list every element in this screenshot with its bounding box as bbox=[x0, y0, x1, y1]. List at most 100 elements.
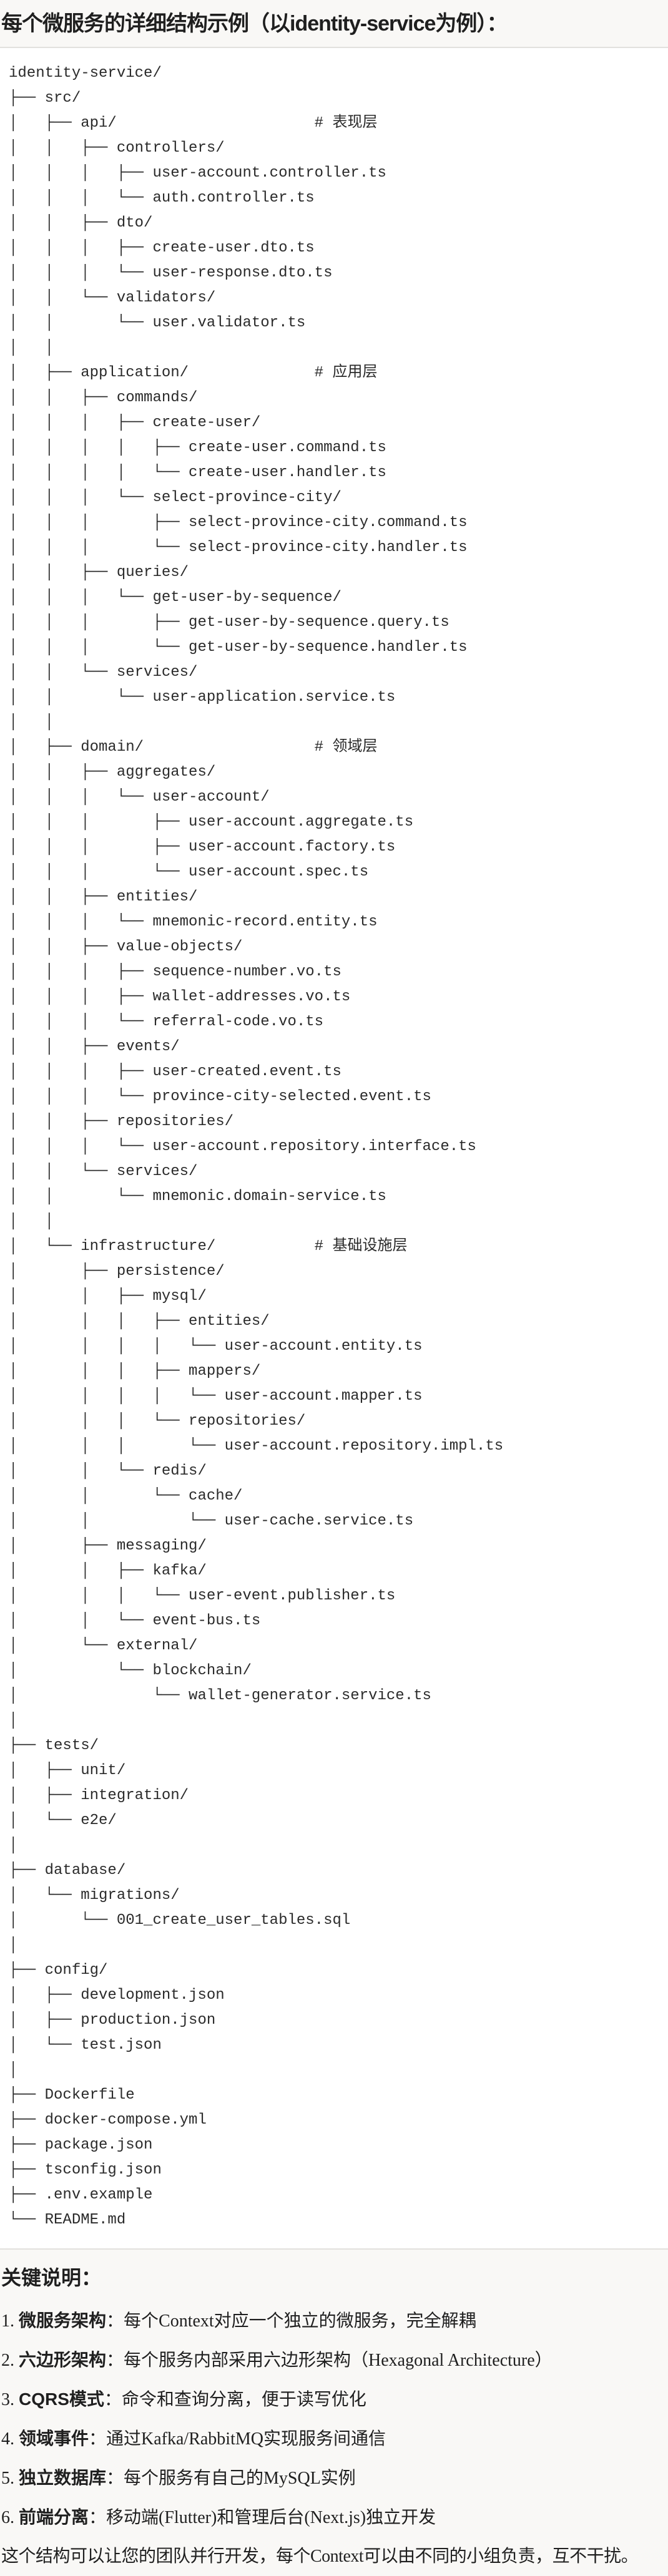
note-text: ：通过Kafka/RabbitMQ实现服务间通信 bbox=[89, 2429, 386, 2449]
tree-line: │ │ └── user.validator.ts bbox=[9, 315, 306, 331]
tree-line: │ ├── application/ # 应用层 bbox=[9, 364, 378, 381]
tree-line: │ │ ├── value-objects/ bbox=[9, 939, 243, 955]
tree-line: │ │ │ └── user-account.repository.impl.t… bbox=[9, 1438, 504, 1455]
note-term: 前端分离 bbox=[19, 2507, 89, 2527]
note-term: 领域事件 bbox=[19, 2429, 89, 2448]
notes-heading: 关键说明： bbox=[1, 2266, 102, 2289]
tree-line: ├── database/ bbox=[9, 1862, 126, 1879]
note-text: ：每个Context对应一个独立的微服务，完全解耦 bbox=[106, 2311, 476, 2331]
tree-line: │ ├── production.json bbox=[9, 2012, 216, 2029]
note-num: 6. bbox=[1, 2508, 19, 2527]
tree-line: │ │ │ └── select-province-city/ bbox=[9, 489, 341, 506]
tree-line: │ │ └── user-cache.service.ts bbox=[9, 1513, 414, 1530]
note-term: 六边形架构 bbox=[19, 2350, 107, 2369]
tree-line: │ │ │ └── select-province-city.handler.t… bbox=[9, 539, 468, 556]
tree-line: │ │ │ └── user-response.dto.ts bbox=[9, 265, 333, 281]
note-item: 5. 独立数据库：每个服务有自己的MySQL实例 bbox=[1, 2458, 668, 2497]
tree-line: │ bbox=[9, 2062, 18, 2079]
tree-line: │ │ │ │ └── user-account.entity.ts bbox=[9, 1338, 423, 1355]
tree-line: ├── tests/ bbox=[9, 1737, 99, 1754]
tree-line: │ └── infrastructure/ # 基础设施层 bbox=[9, 1238, 408, 1255]
tree-line: │ │ │ ├── create-user.dto.ts bbox=[9, 240, 315, 256]
note-num: 3. bbox=[1, 2390, 19, 2409]
note-item: 2. 六边形架构：每个服务内部采用六边形架构（Hexagonal Archite… bbox=[1, 2340, 668, 2379]
tree-line: │ │ ├── repositories/ bbox=[9, 1113, 234, 1130]
tree-line: │ │ │ └── mnemonic-record.entity.ts bbox=[9, 914, 378, 930]
tree-line: │ │ └── user-application.service.ts bbox=[9, 689, 396, 706]
section-title: 每个微服务的详细结构示例（以identity-service为例）： bbox=[0, 0, 668, 48]
tree-line: │ │ ├── aggregates/ bbox=[9, 764, 216, 781]
tree-line: │ ├── unit/ bbox=[9, 1762, 126, 1779]
tree-line: identity-service/ bbox=[9, 65, 162, 82]
note-text: ：每个服务有自己的MySQL实例 bbox=[106, 2469, 356, 2488]
tree-line: │ │ │ ├── user-created.event.ts bbox=[9, 1063, 341, 1080]
tree-line: │ │ │ └── repositories/ bbox=[9, 1413, 306, 1430]
directory-tree-code-block: identity-service/├── src/│ ├── api/ # 表现… bbox=[0, 48, 668, 2250]
note-text: ：每个服务内部采用六边形架构（Hexagonal Architecture） bbox=[106, 2351, 553, 2370]
tree-line: │ ├── development.json bbox=[9, 1987, 225, 2004]
tree-line: │ │ │ ├── mappers/ bbox=[9, 1363, 261, 1380]
note-num: 2. bbox=[1, 2351, 19, 2370]
tree-line: │ │ bbox=[9, 339, 54, 356]
tree-line: │ │ │ │ └── user-account.mapper.ts bbox=[9, 1388, 423, 1405]
note-term: CQRS模式 bbox=[19, 2389, 104, 2409]
tree-line: └── README.md bbox=[9, 2212, 126, 2228]
tree-line: │ │ │ │ └── create-user.handler.ts bbox=[9, 464, 386, 481]
tree-line: │ │ └── cache/ bbox=[9, 1488, 243, 1505]
tree-line: │ │ │ └── get-user-by-sequence.handler.t… bbox=[9, 639, 468, 656]
tree-line: │ ├── persistence/ bbox=[9, 1263, 225, 1280]
tree-line: ├── config/ bbox=[9, 1962, 108, 1979]
tree-line: │ │ │ ├── user-account.aggregate.ts bbox=[9, 814, 414, 831]
tree-line: │ │ └── mnemonic.domain-service.ts bbox=[9, 1188, 386, 1205]
tree-line: │ │ │ └── user-event.publisher.ts bbox=[9, 1588, 396, 1604]
tree-line: │ └── wallet-generator.service.ts bbox=[9, 1687, 431, 1704]
tree-line: │ │ ├── dto/ bbox=[9, 215, 153, 232]
tree-line: │ └── e2e/ bbox=[9, 1812, 117, 1829]
tree-line: │ bbox=[9, 1712, 18, 1729]
tree-line: ├── Dockerfile bbox=[9, 2087, 135, 2104]
tree-line: │ │ ├── entities/ bbox=[9, 889, 198, 905]
tree-line: │ │ ├── controllers/ bbox=[9, 140, 225, 157]
tree-line: ├── src/ bbox=[9, 90, 81, 107]
tree-line: │ │ │ ├── user-account.factory.ts bbox=[9, 839, 396, 856]
tree-line: │ │ │ ├── user-account.controller.ts bbox=[9, 165, 386, 182]
tree-line: │ │ │ ├── entities/ bbox=[9, 1313, 270, 1330]
tree-line: │ │ │ ├── sequence-number.vo.ts bbox=[9, 964, 341, 980]
tree-line: │ bbox=[9, 1837, 18, 1854]
tree-line: │ │ │ │ ├── create-user.command.ts bbox=[9, 439, 386, 456]
tree-line: │ │ │ └── province-city-selected.event.t… bbox=[9, 1088, 431, 1105]
note-item: 1. 微服务架构：每个Context对应一个独立的微服务，完全解耦 bbox=[1, 2301, 668, 2340]
note-item: 4. 领域事件：通过Kafka/RabbitMQ实现服务间通信 bbox=[1, 2419, 668, 2458]
tree-line: │ │ │ ├── wallet-addresses.vo.ts bbox=[9, 988, 351, 1005]
tree-line: │ ├── integration/ bbox=[9, 1787, 189, 1804]
note-text: ：移动端(Flutter)和管理后台(Next.js)独立开发 bbox=[89, 2508, 436, 2527]
tree-line: │ │ └── services/ bbox=[9, 664, 198, 681]
tree-line: │ │ │ └── user-account.spec.ts bbox=[9, 864, 369, 881]
tree-line: │ │ │ └── user-account.repository.interf… bbox=[9, 1138, 476, 1155]
tree-line: │ │ ├── commands/ bbox=[9, 389, 198, 406]
tree-line: │ └── migrations/ bbox=[9, 1887, 180, 1904]
tree-line: │ ├── domain/ # 领域层 bbox=[9, 739, 378, 756]
note-text: ：命令和查询分离，便于读写优化 bbox=[104, 2390, 366, 2409]
tree-line: │ └── blockchain/ bbox=[9, 1662, 252, 1679]
tree-line: │ └── test.json bbox=[9, 2037, 162, 2054]
tree-line: │ │ │ ├── get-user-by-sequence.query.ts bbox=[9, 614, 449, 631]
tree-line: │ ├── messaging/ bbox=[9, 1538, 207, 1554]
note-item: 6. 前端分离：移动端(Flutter)和管理后台(Next.js)独立开发 bbox=[1, 2497, 668, 2537]
tree-line: ├── .env.example bbox=[9, 2187, 153, 2203]
note-term: 微服务架构 bbox=[19, 2311, 107, 2330]
tree-line: │ │ │ └── user-account/ bbox=[9, 789, 270, 806]
tree-line: │ │ bbox=[9, 714, 54, 731]
tree-line: ├── package.json bbox=[9, 2137, 153, 2154]
note-num: 5. bbox=[1, 2469, 19, 2488]
tree-line: │ │ └── redis/ bbox=[9, 1463, 207, 1480]
tree-line: │ │ └── services/ bbox=[9, 1163, 198, 1180]
tree-line: │ │ bbox=[9, 1213, 54, 1230]
tree-line: │ │ │ └── referral-code.vo.ts bbox=[9, 1013, 324, 1030]
tree-line: │ └── external/ bbox=[9, 1637, 198, 1654]
tree-line: │ │ └── event-bus.ts bbox=[9, 1612, 261, 1629]
tree-line: ├── tsconfig.json bbox=[9, 2162, 162, 2178]
tree-line: │ └── 001_create_user_tables.sql bbox=[9, 1912, 351, 1929]
note-num: 1. bbox=[1, 2311, 19, 2331]
